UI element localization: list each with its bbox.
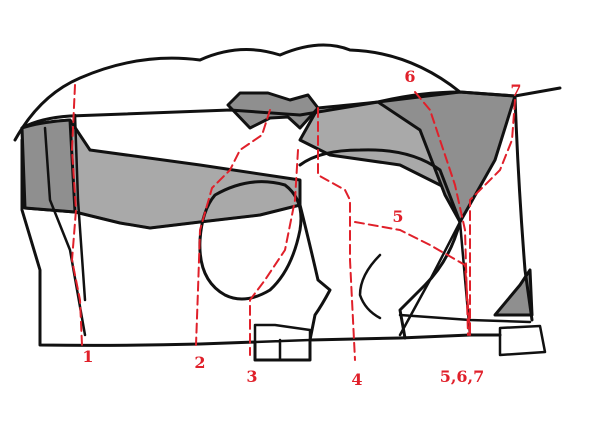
routes-layer <box>71 84 516 361</box>
route-label-6: 6 <box>404 67 415 86</box>
route-line-2 <box>195 109 271 346</box>
lower-right-dark-patch <box>493 268 534 317</box>
route-line-5 <box>354 221 471 336</box>
labels-layer: 1 2 3 4 5 6 7 5,6,7 <box>82 67 521 389</box>
central-flake <box>358 253 382 320</box>
left-inner-line <box>73 113 87 302</box>
route-label-7: 7 <box>510 81 521 100</box>
route-line-7 <box>469 99 516 336</box>
left-crack <box>43 126 87 337</box>
route-line-4 <box>317 107 356 361</box>
base-block-left <box>253 323 312 362</box>
central-face <box>298 148 462 342</box>
right-base-ledge <box>398 313 532 324</box>
top-edge <box>20 90 517 130</box>
route-label-3: 3 <box>246 367 257 386</box>
route-label-2: 2 <box>194 353 205 372</box>
boulder-outline <box>13 43 562 362</box>
route-label-5: 5 <box>392 207 403 226</box>
base-block-right <box>498 324 547 357</box>
route-label-4: 4 <box>351 370 362 389</box>
route-line-6 <box>414 91 469 336</box>
route-label-5-6-7: 5,6,7 <box>440 367 485 386</box>
route-label-1: 1 <box>82 347 93 366</box>
route-line-3 <box>249 149 299 356</box>
route-line-1 <box>71 84 83 346</box>
